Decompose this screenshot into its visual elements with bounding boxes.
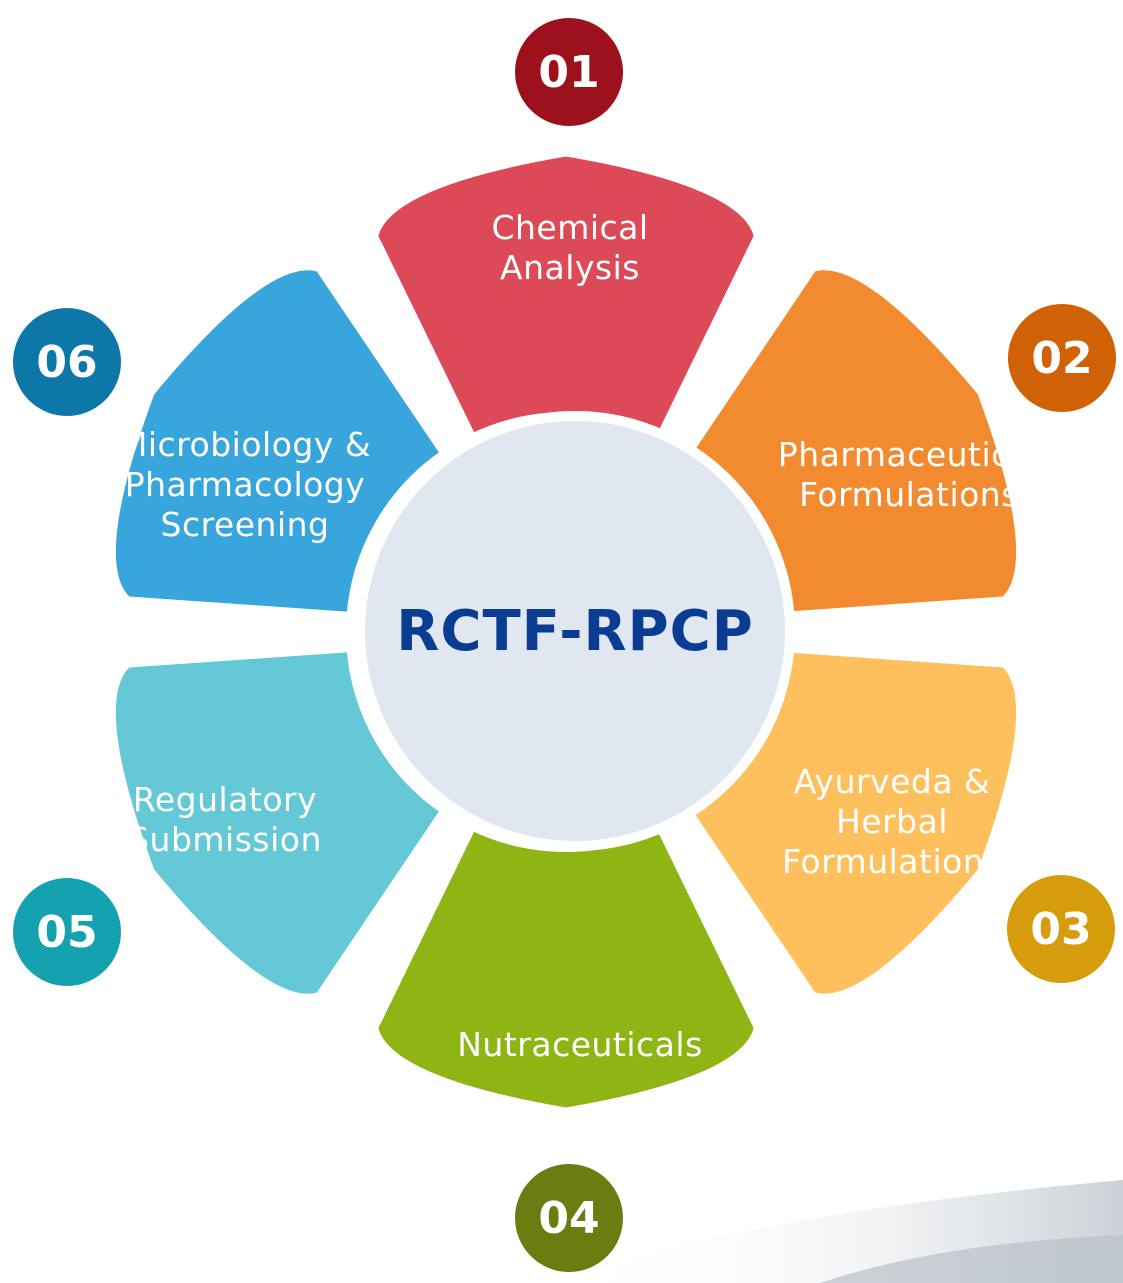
segment-label-chemical-analysis: Chemical Analysis [491,208,649,287]
step-badge-03: 03 [999,867,1123,991]
segment-nutraceuticals [368,820,764,1118]
segment-label-microbiology-pharmacology: Microbiology & Pharmacology Screening [118,425,372,544]
segment-label-regulatory-submission: Regulatory Submission [128,780,322,859]
center-title: RCTF-RPCP [396,598,754,664]
step-badge-04: 04 [507,1156,631,1280]
segment-label-nutraceuticals: Nutraceuticals [457,1025,703,1064]
step-badge-02: 02 [1000,296,1123,420]
step-badge-06: 06 [5,300,129,424]
segment-regulatory-submission [105,641,451,1004]
step-badge-05: 05 [5,870,129,994]
segment-label-ayurveda-herbal: Ayurveda & Herbal Formulations [782,762,1002,881]
segment-microbiology-pharmacology [105,260,451,623]
step-badge-01: 01 [507,10,631,134]
center-hub: RCTF-RPCP [355,411,795,851]
segment-label-pharmaceutical-formulations: Pharmaceutical Formulations [777,435,1041,514]
segment-chemical-analysis [368,146,764,444]
